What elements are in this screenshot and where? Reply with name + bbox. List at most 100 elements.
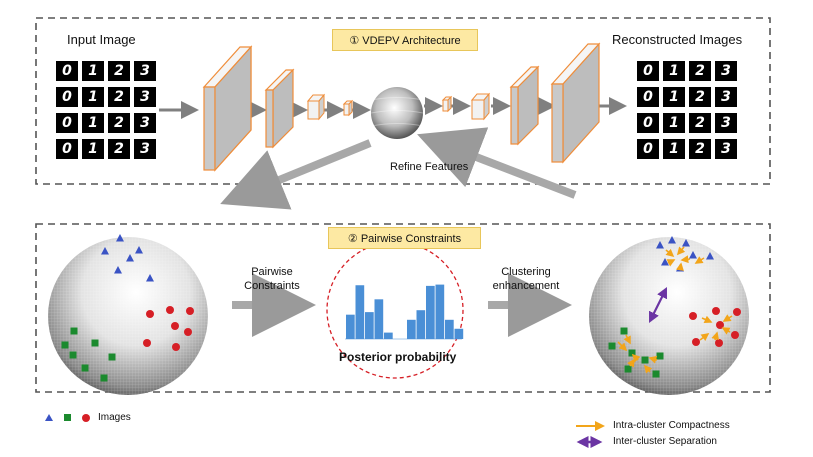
clustering-enhancement-label: Clustering enhancement (492, 265, 560, 293)
green-square-point (61, 341, 69, 349)
red-circle-point (184, 328, 192, 336)
compactness-arrow (627, 358, 635, 368)
histogram-bar-left (355, 285, 365, 339)
red-circle-point (692, 338, 700, 346)
legend-inter-label: Inter-cluster Separation (613, 436, 717, 447)
green-square-point (624, 365, 632, 373)
green-square-point (70, 327, 78, 335)
blue-triangle-point (126, 254, 134, 262)
digit-cell: 0 (637, 139, 659, 159)
green-square-point (656, 352, 664, 360)
red-circle-point (166, 306, 174, 314)
histogram-bar-right (454, 328, 464, 339)
legend-images-label: Images (98, 412, 131, 423)
digit-cell: 1 (663, 113, 685, 133)
decoder-block-3 (509, 65, 540, 146)
digit-cell: 0 (56, 87, 78, 107)
blue-triangle-point (114, 266, 122, 274)
blue-triangle-point (101, 247, 109, 255)
digit-cell: 2 (689, 87, 711, 107)
blue-triangle-point (706, 252, 714, 260)
bottom-section-badge: ② Pairwise Constraints (328, 227, 481, 249)
digit-cell: 2 (689, 113, 711, 133)
green-square-point (628, 349, 636, 357)
histogram-bar-left (374, 299, 384, 339)
digit-cell: 2 (108, 139, 130, 159)
red-circle-point (171, 322, 179, 330)
refine-features-label: Refine Features (390, 161, 469, 173)
refine-right-arrow (417, 127, 577, 199)
decoder-block-1 (441, 95, 453, 113)
red-circle-point (716, 321, 724, 329)
digit-cell: 2 (108, 87, 130, 107)
green-square-point (652, 370, 660, 378)
refine-left-arrow (220, 139, 372, 210)
red-circle-point (731, 331, 739, 339)
encoder-block-4 (342, 99, 354, 117)
blue-triangle-point (668, 236, 676, 244)
red-circle-point (715, 339, 723, 347)
digit-cell: 1 (663, 87, 685, 107)
green-square-point (608, 342, 616, 350)
blue-triangle-point (146, 274, 154, 282)
compactness-arrow (648, 355, 658, 364)
digit-cell: 0 (637, 113, 659, 133)
compactness-arrow (676, 262, 684, 271)
compactness-arrow (666, 259, 676, 267)
decoder-block-4 (550, 42, 601, 164)
digit-cell: 3 (134, 87, 156, 107)
red-circle-point (172, 343, 180, 351)
reconstructed-images-label: Reconstructed Images (612, 32, 743, 47)
compactness-arrow (665, 248, 675, 258)
histogram-bar-right (426, 285, 435, 339)
blue-triangle-point (116, 234, 124, 242)
digit-cell: 2 (108, 61, 130, 81)
decoder-block-2 (470, 92, 491, 121)
red-circle-point (733, 308, 741, 316)
compactness-arrow (617, 341, 628, 352)
red-circle-point (689, 312, 697, 320)
pairwise-constraints-label: Pairwise Constraints (244, 265, 300, 293)
posterior-circle (326, 241, 464, 379)
legend-green-square (64, 414, 71, 421)
separation-arrow (649, 287, 667, 323)
digit-cell: 1 (663, 61, 685, 81)
green-square-point (108, 353, 116, 361)
bottom-section-frame (35, 223, 771, 393)
green-square-point (69, 351, 77, 359)
compactness-arrow (701, 315, 713, 324)
digit-cell: 2 (689, 139, 711, 159)
digit-cell: 0 (637, 87, 659, 107)
red-circle-point (712, 307, 720, 315)
compactness-arrow (721, 327, 731, 335)
legend-blue-triangle (45, 414, 53, 421)
red-circle-point (146, 310, 154, 318)
digit-cell: 0 (637, 61, 659, 81)
pairwise-label-line1: Pairwise (251, 266, 293, 278)
compactness-arrow (643, 364, 653, 374)
encoder-block-3 (306, 93, 326, 121)
green-square-point (100, 374, 108, 382)
legend-images-markers (45, 414, 90, 422)
legend-intra-label: Intra-cluster Compactness (613, 420, 730, 431)
latent-sphere (371, 87, 423, 139)
compactness-arrow (699, 333, 710, 342)
histogram-bar-left (384, 332, 393, 339)
digit-cell: 3 (715, 87, 737, 107)
histogram-bar-left (346, 314, 355, 339)
green-square-point (641, 356, 649, 364)
blue-triangle-point (135, 246, 143, 254)
pairwise-label-line2: Constraints (244, 280, 300, 292)
green-square-point (91, 339, 99, 347)
legend-red-circle (82, 414, 90, 422)
histogram-bar-right (416, 310, 426, 339)
digit-cell: 3 (715, 113, 737, 133)
digit-cell: 2 (689, 61, 711, 81)
digit-cell: 0 (56, 61, 78, 81)
clustering-label-line1: Clustering (501, 266, 551, 278)
digit-cell: 0 (56, 139, 78, 159)
histogram-bar-right (407, 319, 416, 339)
digit-cell: 1 (82, 61, 104, 81)
